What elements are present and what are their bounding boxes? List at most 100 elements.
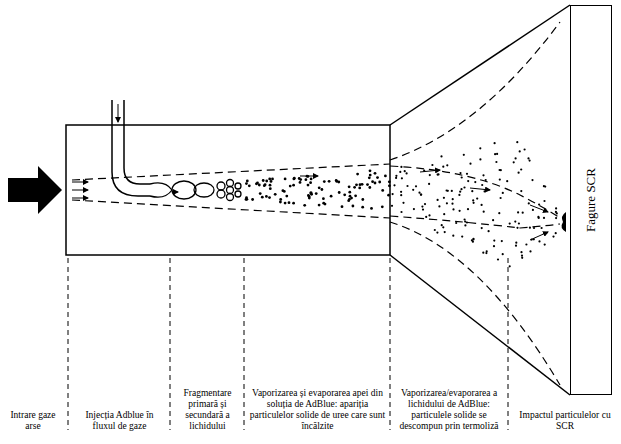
particle-dot <box>402 202 404 204</box>
particle-dot <box>493 240 495 242</box>
particle-dot <box>368 186 371 189</box>
stage-caption: Vaporizarea și evaporarea apei din soluț… <box>249 388 386 432</box>
particle-dot <box>289 185 292 188</box>
particle-dot <box>293 178 296 181</box>
particle-dot <box>356 173 359 176</box>
particle-dot <box>284 202 287 205</box>
particle-dot <box>514 221 516 223</box>
particle-dot <box>378 181 381 184</box>
particle-dot <box>538 217 540 219</box>
particle-dot <box>555 211 557 213</box>
node-label: Fagure SCR <box>583 168 599 232</box>
stage-caption: Vaporizarea/evaporarea a lichidului de A… <box>395 388 503 432</box>
particle-dot <box>434 229 436 231</box>
particle-dot <box>400 191 402 193</box>
pipe-outline <box>66 125 390 255</box>
particle-dot <box>246 180 249 183</box>
particle-dot <box>429 174 431 176</box>
particle-dot <box>330 195 333 198</box>
particle-dot <box>370 207 373 210</box>
particle-dot <box>509 223 511 225</box>
particle-dot <box>348 185 351 188</box>
particle-dot <box>531 179 533 181</box>
particle-dot <box>437 199 439 201</box>
particle-dot <box>412 189 414 191</box>
particle-dot <box>496 153 498 155</box>
particle-dot <box>371 180 374 183</box>
particle-dot <box>543 200 545 202</box>
particle-dot <box>498 212 500 214</box>
particle-dot <box>262 179 265 182</box>
particle-dot <box>494 153 496 155</box>
particle-dot <box>299 178 302 181</box>
particle-dot <box>493 245 495 247</box>
particle-dot <box>555 207 557 209</box>
particle-dot <box>451 203 453 205</box>
particle-dot <box>538 240 540 242</box>
particle-dot <box>442 226 444 228</box>
particle-dot <box>479 147 481 149</box>
particle-dot <box>485 179 487 181</box>
particle-dot <box>395 177 397 179</box>
funnel-wall <box>390 255 570 395</box>
particle-dot <box>518 222 520 224</box>
particle-dot <box>428 214 430 216</box>
particle-dot <box>455 222 457 224</box>
flow-arrow <box>72 170 548 240</box>
particle-dot <box>522 212 524 214</box>
particle-dot <box>384 175 387 178</box>
particle-dot <box>307 184 310 187</box>
particle-dot <box>321 188 324 191</box>
particle-dot <box>400 166 402 168</box>
particle-dot <box>518 172 520 174</box>
particle-dot <box>473 202 475 204</box>
particle-dot <box>352 205 355 208</box>
particle-dot <box>481 227 483 229</box>
particle-dot <box>483 211 485 213</box>
particle-dot <box>437 173 439 175</box>
particle-dot <box>307 194 310 197</box>
particle-dot <box>502 192 504 194</box>
particle-dot <box>532 209 534 211</box>
particle-dot <box>307 175 310 178</box>
particle-dot <box>374 182 377 185</box>
particle-dot <box>358 187 361 190</box>
particle-dot <box>506 180 508 182</box>
particle-dot <box>263 184 266 187</box>
particle-dot <box>418 192 420 194</box>
particle-dot <box>359 183 362 186</box>
particle-dot <box>501 240 503 242</box>
particle-dot <box>443 213 445 215</box>
scr-honeycomb: Fagure SCR <box>570 5 612 395</box>
particle-dot <box>422 209 424 211</box>
particle-dot <box>420 194 422 196</box>
particle-dot <box>420 194 422 196</box>
particle-dot <box>381 189 384 192</box>
particle-dot <box>259 192 262 195</box>
particle-dot <box>406 172 408 174</box>
particle-dot <box>431 164 433 166</box>
particle-dot <box>555 217 557 219</box>
particle-dot <box>393 184 395 186</box>
particle-dot <box>395 175 397 177</box>
particle-dot <box>282 189 285 192</box>
particle-dot <box>537 216 539 218</box>
particle-dot <box>292 184 295 187</box>
stage-caption: Injecția Adblue în fluxul de gaze <box>73 410 166 432</box>
particle-dot <box>525 243 527 245</box>
particle-dot <box>369 169 372 172</box>
particle-dot <box>471 190 473 192</box>
particle-dot <box>469 163 471 165</box>
particle-dot <box>533 227 535 229</box>
particle-dot <box>481 204 483 206</box>
particle-dot <box>499 169 501 171</box>
particle-dot <box>484 190 486 192</box>
particle-dot <box>446 202 448 204</box>
particle-dot <box>437 174 439 176</box>
particle-dot <box>361 198 364 201</box>
particle-dot <box>338 191 341 194</box>
particle-dot <box>258 184 261 187</box>
particle-dot <box>309 181 312 184</box>
particle-dot <box>529 160 531 162</box>
particle-dot <box>245 196 248 199</box>
